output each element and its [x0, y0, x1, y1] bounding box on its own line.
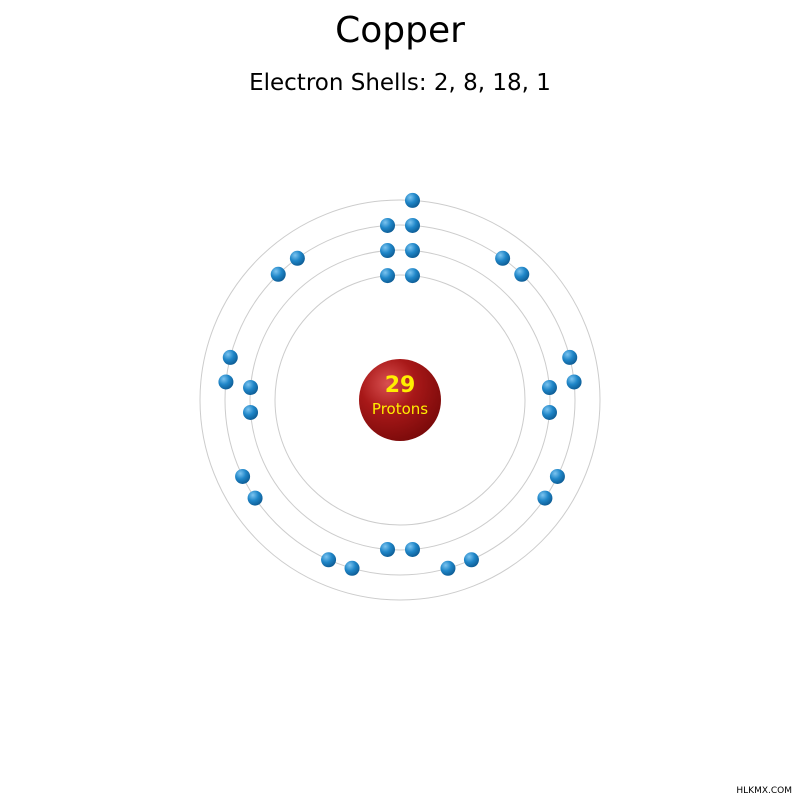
orbit-rings [199, 199, 601, 601]
element-title: Copper [335, 10, 465, 51]
proton-count: 29 [385, 373, 416, 398]
electron-shells-subtitle: Electron Shells: 2, 8, 18, 1 [249, 70, 551, 96]
electron-shell-2 [541, 380, 557, 396]
electron-shell-2 [404, 243, 420, 259]
orbit-shell-3 [224, 224, 576, 576]
orbit-shell-2 [249, 249, 551, 551]
electron-shell-3 [549, 468, 565, 484]
electron-shell-1 [380, 268, 396, 284]
electron-shell-3 [222, 349, 238, 365]
electron-shell-3 [289, 250, 305, 266]
electron-shell-3 [440, 560, 456, 576]
electron-shell-2 [541, 404, 557, 420]
electron-shell-3 [247, 490, 263, 506]
electron-shell-1 [404, 268, 420, 284]
electron-shell-3 [321, 552, 337, 568]
protons-label: Protons [372, 400, 428, 418]
electron-shell-3 [562, 349, 578, 365]
electron-shell-3 [404, 217, 420, 233]
electron-shell-3 [537, 490, 553, 506]
electron-shell-3 [218, 374, 234, 390]
electron-shell-3 [344, 560, 360, 576]
orbit-shell-4 [199, 199, 601, 601]
watermark: HLKMX.COM [736, 786, 792, 796]
electron-shell-3 [566, 374, 582, 390]
electrons-group [218, 192, 582, 576]
orbit-shell-1 [274, 274, 526, 526]
electron-shell-3 [235, 468, 251, 484]
electron-shell-2 [380, 541, 396, 557]
electron-shell-3 [495, 250, 511, 266]
electron-shell-3 [380, 217, 396, 233]
electron-shell-3 [463, 552, 479, 568]
electron-shell-2 [380, 243, 396, 259]
electron-shell-2 [243, 404, 259, 420]
electron-shell-4 [404, 192, 420, 208]
nucleus-sphere [359, 359, 441, 441]
electron-shell-3 [270, 266, 286, 282]
electron-shell-2 [243, 380, 259, 396]
electron-shell-2 [404, 541, 420, 557]
nucleus: 29 Protons [359, 359, 441, 441]
electron-shell-3 [514, 266, 530, 282]
